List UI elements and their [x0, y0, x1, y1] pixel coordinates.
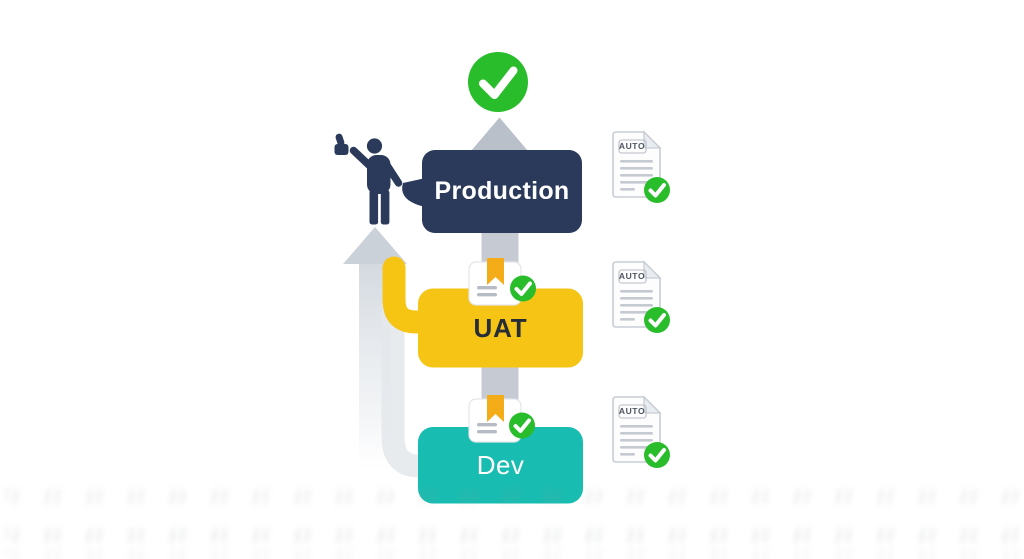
person-arm	[383, 162, 403, 187]
document-icon	[612, 396, 672, 470]
check-circle-icon	[507, 410, 537, 441]
stage-box-uat	[418, 288, 583, 368]
check-circle-icon	[642, 175, 672, 205]
person-leg	[369, 190, 379, 225]
thumbs-up-icon	[334, 133, 349, 155]
package-icon	[468, 394, 537, 443]
check-circle-icon	[642, 305, 672, 335]
background-smudge	[6, 489, 1018, 504]
stage-box-production	[422, 150, 582, 233]
package-icon	[468, 257, 538, 306]
person-head	[366, 138, 383, 154]
person-raised-arm	[349, 146, 375, 171]
document-icon	[612, 261, 672, 335]
megaphone-icon	[402, 178, 424, 207]
approver-person-icon	[334, 133, 424, 225]
uat-branch-pipe	[382, 256, 446, 334]
check-circle-icon	[642, 440, 672, 470]
deploy-arrow-icon	[471, 117, 528, 151]
check-circle-icon	[468, 52, 528, 112]
stage-box-dev	[418, 427, 583, 504]
background-smudge	[6, 548, 1018, 559]
person-torso	[367, 155, 391, 194]
dev-loop-ribbon	[381, 296, 431, 478]
background-smudge	[6, 528, 1018, 543]
check-circle-icon	[508, 273, 538, 304]
person-leg	[380, 190, 390, 225]
document-icon	[612, 131, 672, 205]
